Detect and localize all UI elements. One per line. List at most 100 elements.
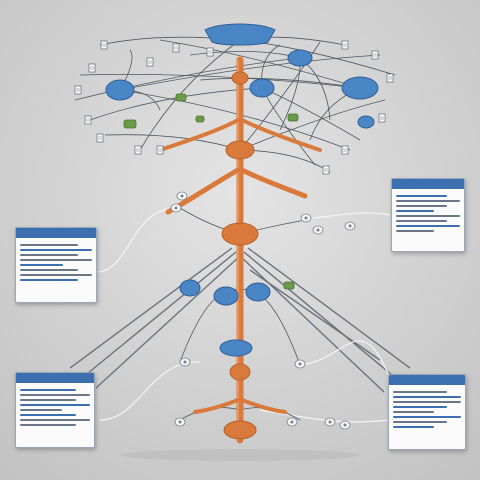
hub-node-icon: [179, 279, 201, 297]
document-icon: [386, 73, 394, 83]
branch-line: [299, 57, 331, 121]
junction-node-icon: [223, 420, 257, 440]
document-icon: [206, 47, 214, 57]
branch-line: [261, 87, 316, 166]
green-node-icon: [283, 281, 295, 290]
document-icon: [146, 57, 154, 67]
text-line: [393, 411, 434, 413]
branch-line: [119, 54, 381, 91]
text-line: [20, 264, 64, 266]
connector-icon: [344, 221, 356, 231]
document-icons: [74, 40, 394, 175]
connector-icon: [339, 420, 351, 430]
text-line: [20, 409, 62, 411]
green-node-icon: [123, 119, 137, 129]
text-line: [396, 225, 460, 227]
document-icon: [322, 165, 330, 175]
document-icon: [134, 145, 142, 155]
text-line: [20, 419, 90, 421]
text-line: [20, 249, 92, 251]
info-panel-mid-left: [15, 227, 97, 303]
spine-branch-right-lower: [240, 398, 287, 414]
text-line: [396, 210, 435, 212]
connector-icon: [176, 191, 188, 201]
branch-line: [74, 57, 301, 101]
branch-line: [239, 288, 301, 366]
document-icon: [88, 63, 96, 73]
hub-node-icon: [287, 49, 313, 67]
green-node-icon: [287, 113, 299, 122]
connector-icon: [179, 357, 191, 367]
hub-node-icon: [219, 339, 253, 357]
branch-line: [139, 39, 241, 151]
green-node-icon: [195, 115, 205, 123]
branch-line: [79, 73, 361, 89]
text-line: [393, 396, 461, 398]
document-icon: [371, 50, 379, 60]
diagonal-cables: [69, 247, 411, 393]
branch-line: [159, 39, 361, 89]
connector-icon: [312, 225, 324, 235]
info-panel-top-right: [391, 178, 465, 252]
hub-node-icon: [249, 78, 275, 98]
document-icon: [172, 43, 180, 53]
text-line: [396, 195, 448, 197]
top-hub: [204, 23, 276, 46]
document-icon: [84, 115, 92, 125]
text-line: [20, 414, 76, 416]
document-icon: [96, 133, 104, 143]
hub-node-icon: [245, 282, 271, 302]
junction-node-icon: [225, 140, 255, 160]
hub-node-icon: [105, 79, 135, 101]
spine-branch-right: [239, 167, 308, 199]
connector-icon: [174, 417, 186, 427]
text-line: [396, 215, 460, 217]
panel-title: [16, 228, 96, 238]
panel-text-lines: [392, 189, 464, 238]
text-line: [393, 391, 448, 393]
panel-title: [16, 373, 94, 383]
text-line: [20, 259, 92, 261]
text-line: [396, 220, 448, 222]
branch-line: [239, 99, 386, 151]
panel-text-lines: [16, 383, 94, 432]
text-line: [393, 426, 434, 428]
junction-node-icon: [221, 222, 259, 246]
info-panel-bottom-left: [15, 372, 95, 448]
document-icon: [100, 40, 108, 50]
text-line: [20, 244, 78, 246]
connector-icon: [294, 359, 306, 369]
hub-node-icon: [357, 115, 375, 129]
text-line: [396, 205, 448, 207]
text-line: [20, 394, 90, 396]
junction-node-icon: [231, 71, 249, 85]
document-icon: [378, 113, 386, 123]
panel-title: [392, 179, 464, 189]
info-panel-bottom-right: [388, 374, 466, 450]
document-icon: [156, 145, 164, 155]
document-icon: [74, 85, 82, 95]
text-line: [20, 399, 76, 401]
document-icon: [341, 145, 349, 155]
green-node-icon: [175, 93, 187, 102]
connector-icon: [170, 203, 182, 213]
hub-node-icon: [213, 286, 239, 306]
text-line: [393, 401, 461, 403]
connectors: [170, 191, 356, 430]
floor-shadow: [120, 449, 360, 461]
junction-node-icon: [229, 363, 251, 381]
green-nodes: [123, 93, 299, 290]
text-line: [396, 230, 435, 232]
panel-title: [389, 375, 465, 385]
spine-junctions: [221, 71, 259, 440]
hub-nodes: [105, 23, 379, 357]
text-line: [396, 200, 460, 202]
text-line: [20, 424, 76, 426]
connector-icon: [300, 213, 312, 223]
text-line: [20, 389, 76, 391]
branch-line: [199, 77, 361, 89]
spine-branch-left-upper: [158, 118, 240, 152]
connector-icon: [286, 417, 298, 427]
panel-text-lines: [389, 385, 465, 434]
